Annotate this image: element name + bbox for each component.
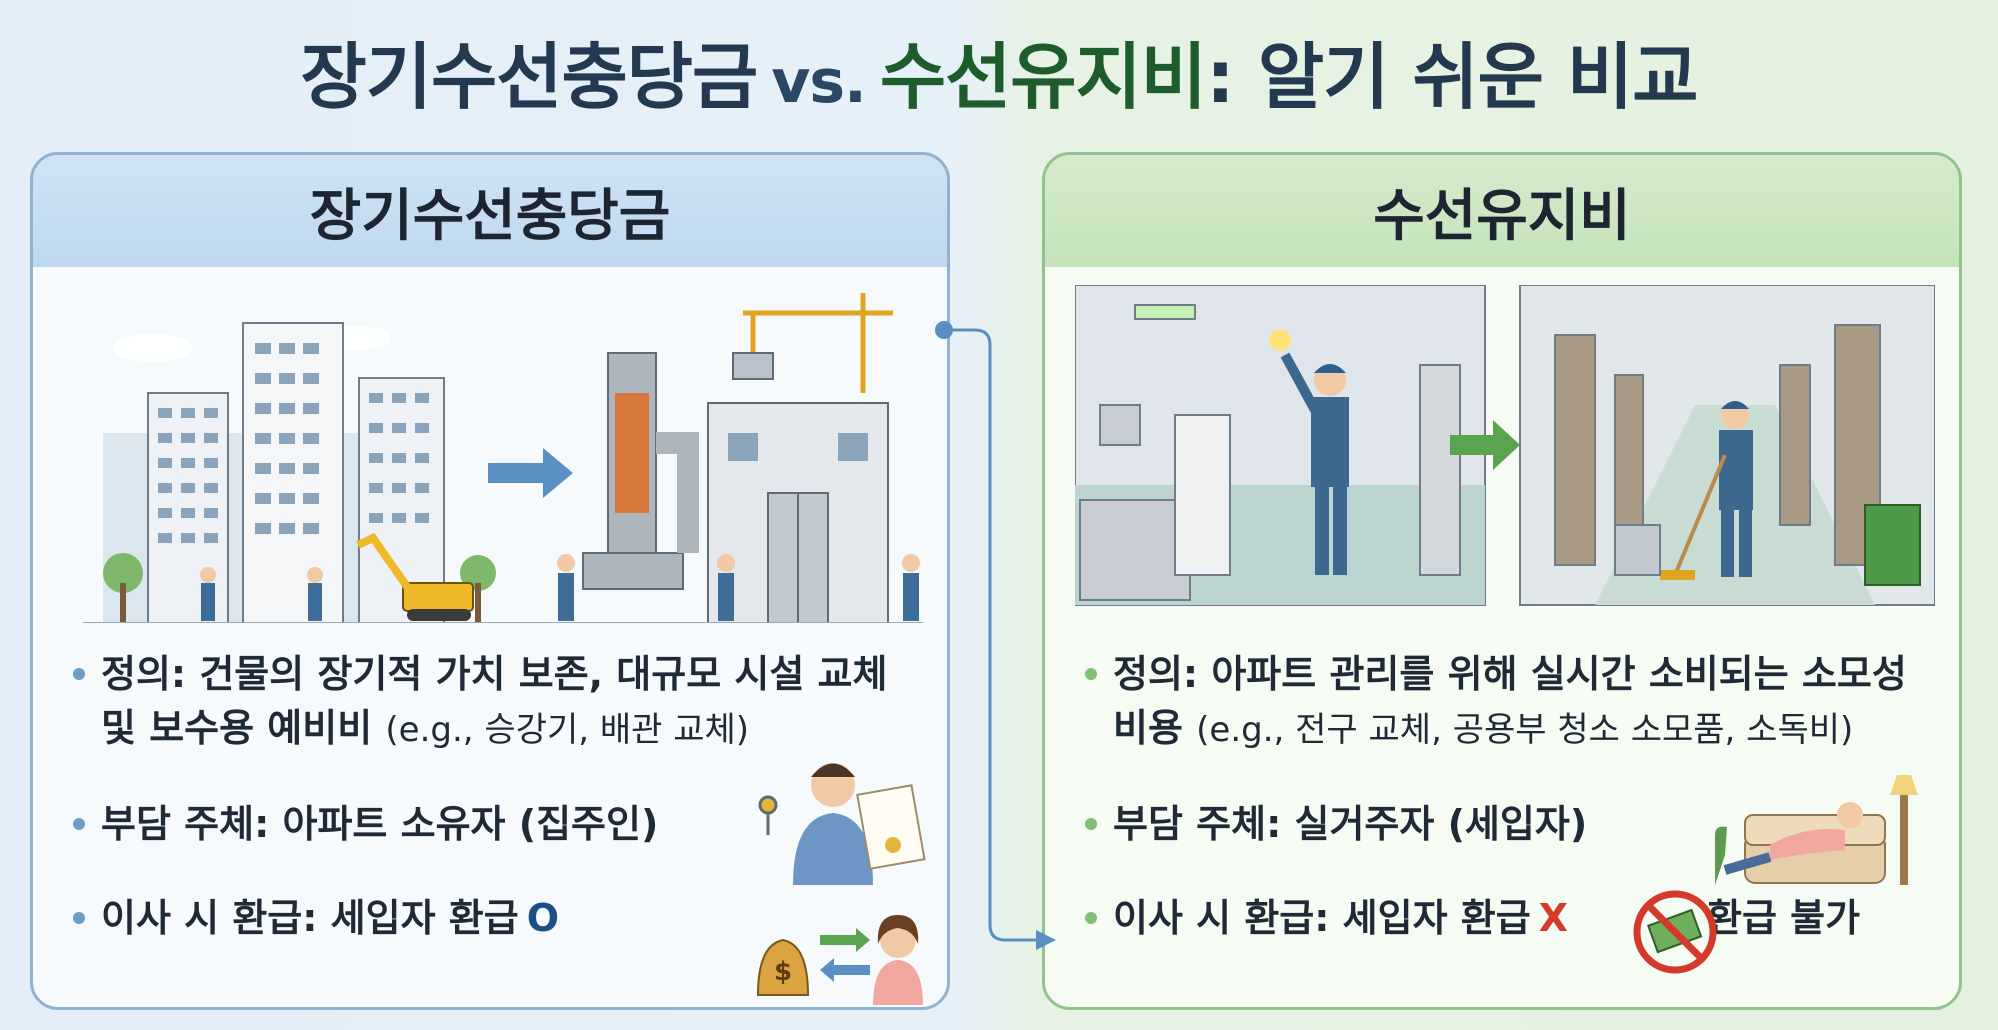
worker-icon [200, 567, 323, 621]
payer-item: 부담 주체: 아파트 소유자 (집주인) [73, 797, 658, 851]
bullet-dot [73, 911, 85, 924]
worker-icon [557, 554, 920, 621]
refund-text: 이사 시 환급: 세입자 환급 [1113, 896, 1531, 940]
door-icon [1554, 334, 1596, 566]
elevator-building-icon [707, 402, 889, 623]
definition-example: (e.g., 승강기, 배관 교체) [385, 710, 750, 750]
payer-text: 부담 주체: 아파트 소유자 (집주인) [101, 802, 659, 846]
owner-icon [758, 763, 926, 885]
definition-item: 정의: 건물의 장기적 가치 보존, 대규모 시설 교체 및 보수용 예비비 (… [73, 647, 887, 757]
title-part3: : 알기 쉬운 비교 [1206, 35, 1698, 119]
maintenance-illustration [1075, 285, 1935, 606]
title-part2: 수선유지비 [879, 35, 1207, 119]
long-term-repair-fund-panel: 장기수선충당금 [30, 152, 950, 1010]
bullet-dot [73, 817, 85, 830]
right-arrow-icon [488, 448, 573, 498]
crane-icon [743, 293, 893, 393]
svg-text:$: $ [774, 957, 792, 987]
no-refund-label: 환급 불가 [1707, 896, 1861, 940]
bullet-dot [1085, 667, 1097, 680]
pipe-icon [582, 352, 699, 590]
cleaning-worker-icon [1660, 401, 1753, 580]
definition-line2: 및 보수용 예비비 [101, 706, 373, 750]
bullet-dot [1085, 817, 1097, 830]
definition-item: 정의: 아파트 관리를 위해 실시간 소비되는 소모성 비용 (e.g., 전구… [1085, 647, 1907, 757]
sofa-person-icon [1715, 775, 1918, 885]
title-part1: 장기수선충당금 [300, 35, 759, 119]
lightbulb-worker-icon [1269, 329, 1349, 575]
excavator-icon [356, 532, 474, 621]
bullet-dot [1085, 911, 1097, 924]
definition-line2: 비용 [1113, 706, 1183, 750]
building-renovation-illustration [83, 293, 923, 623]
no-money-icon [1633, 890, 1717, 974]
exchange-arrows-icon [820, 928, 870, 952]
refund-text: 이사 시 환급: 세입자 환급 [101, 896, 519, 940]
refund-o-mark: O [526, 896, 560, 940]
payer-item: 부담 주체: 실거주자 (세입자) [1085, 797, 1587, 851]
money-exchange-icon: $ [756, 915, 923, 1005]
right-panel-heading: 수선유지비 [1045, 155, 1959, 267]
right-arrow-icon [1450, 420, 1520, 470]
definition-example: (e.g., 전구 교체, 공용부 청소 소모품, 소독비) [1196, 710, 1854, 750]
bullet-dot [73, 667, 85, 680]
definition-line1: 정의: 아파트 관리를 위해 실시간 소비되는 소모성 [1113, 652, 1907, 696]
definition-line1: 정의: 건물의 장기적 가치 보존, 대규모 시설 교체 [101, 652, 888, 696]
trash-bin-icon [1864, 504, 1921, 586]
title-vs: vs. [771, 47, 867, 117]
ceiling-light-icon [1134, 304, 1196, 320]
maintenance-fee-panel: 수선유지비 [1042, 152, 1962, 1010]
refund-x-mark: X [1538, 896, 1569, 940]
door-icon [1419, 364, 1461, 576]
payer-text: 부담 주체: 실거주자 (세입자) [1113, 802, 1588, 846]
left-panel-heading: 장기수선충당금 [33, 155, 947, 267]
sink-icon [1079, 499, 1191, 601]
bucket-icon [1614, 524, 1661, 576]
apartment-building-icon [147, 322, 445, 623]
